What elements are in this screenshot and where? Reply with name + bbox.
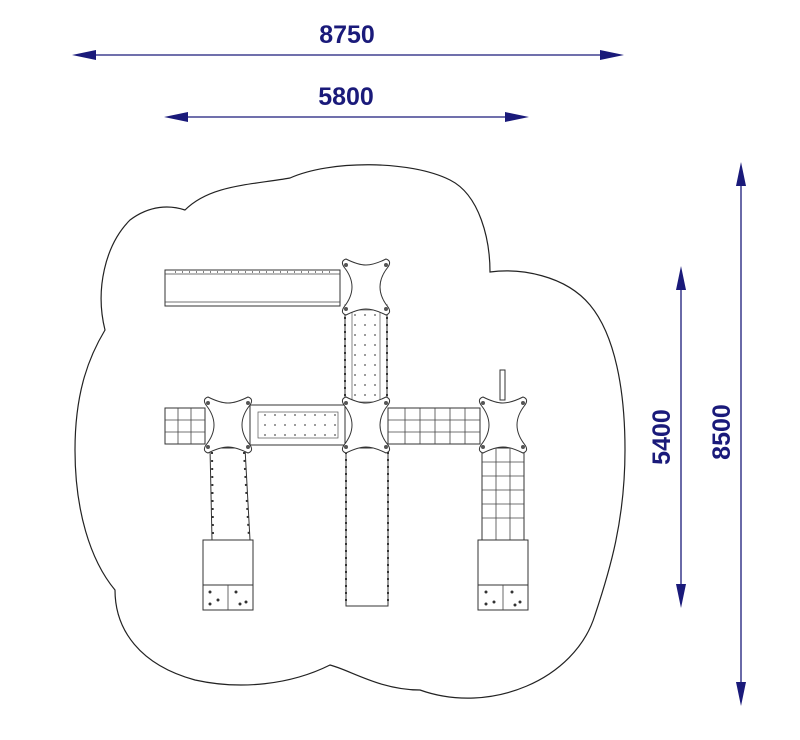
top-bridge [164,269,341,307]
dimension-label-overall-width: 8750 [319,21,375,49]
right-climbing-net [481,447,525,541]
dimension-structure-width [164,112,529,122]
right-tower-platform [478,396,528,454]
slide [345,447,389,607]
dimension-structure-depth [676,266,686,608]
left-base-block [202,539,254,611]
dimension-overall-depth [736,162,746,706]
left-tower-platform [203,396,253,454]
dimension-label-structure-depth: 5400 [648,409,676,465]
middle-bridge [249,404,346,446]
vertical-bridge [344,304,388,406]
right-base-block [477,539,529,611]
left-side-net [164,407,206,445]
dimension-overall-width [72,50,624,60]
dimension-label-overall-depth: 8500 [708,404,736,460]
left-ramp [209,447,251,541]
right-pole [499,369,506,401]
safety-zone-outline [74,164,626,699]
horizontal-net-bridge [387,407,481,445]
center-tower-platform [341,396,391,454]
dimension-label-structure-width: 5800 [318,83,374,111]
top-tower-platform [341,258,391,316]
